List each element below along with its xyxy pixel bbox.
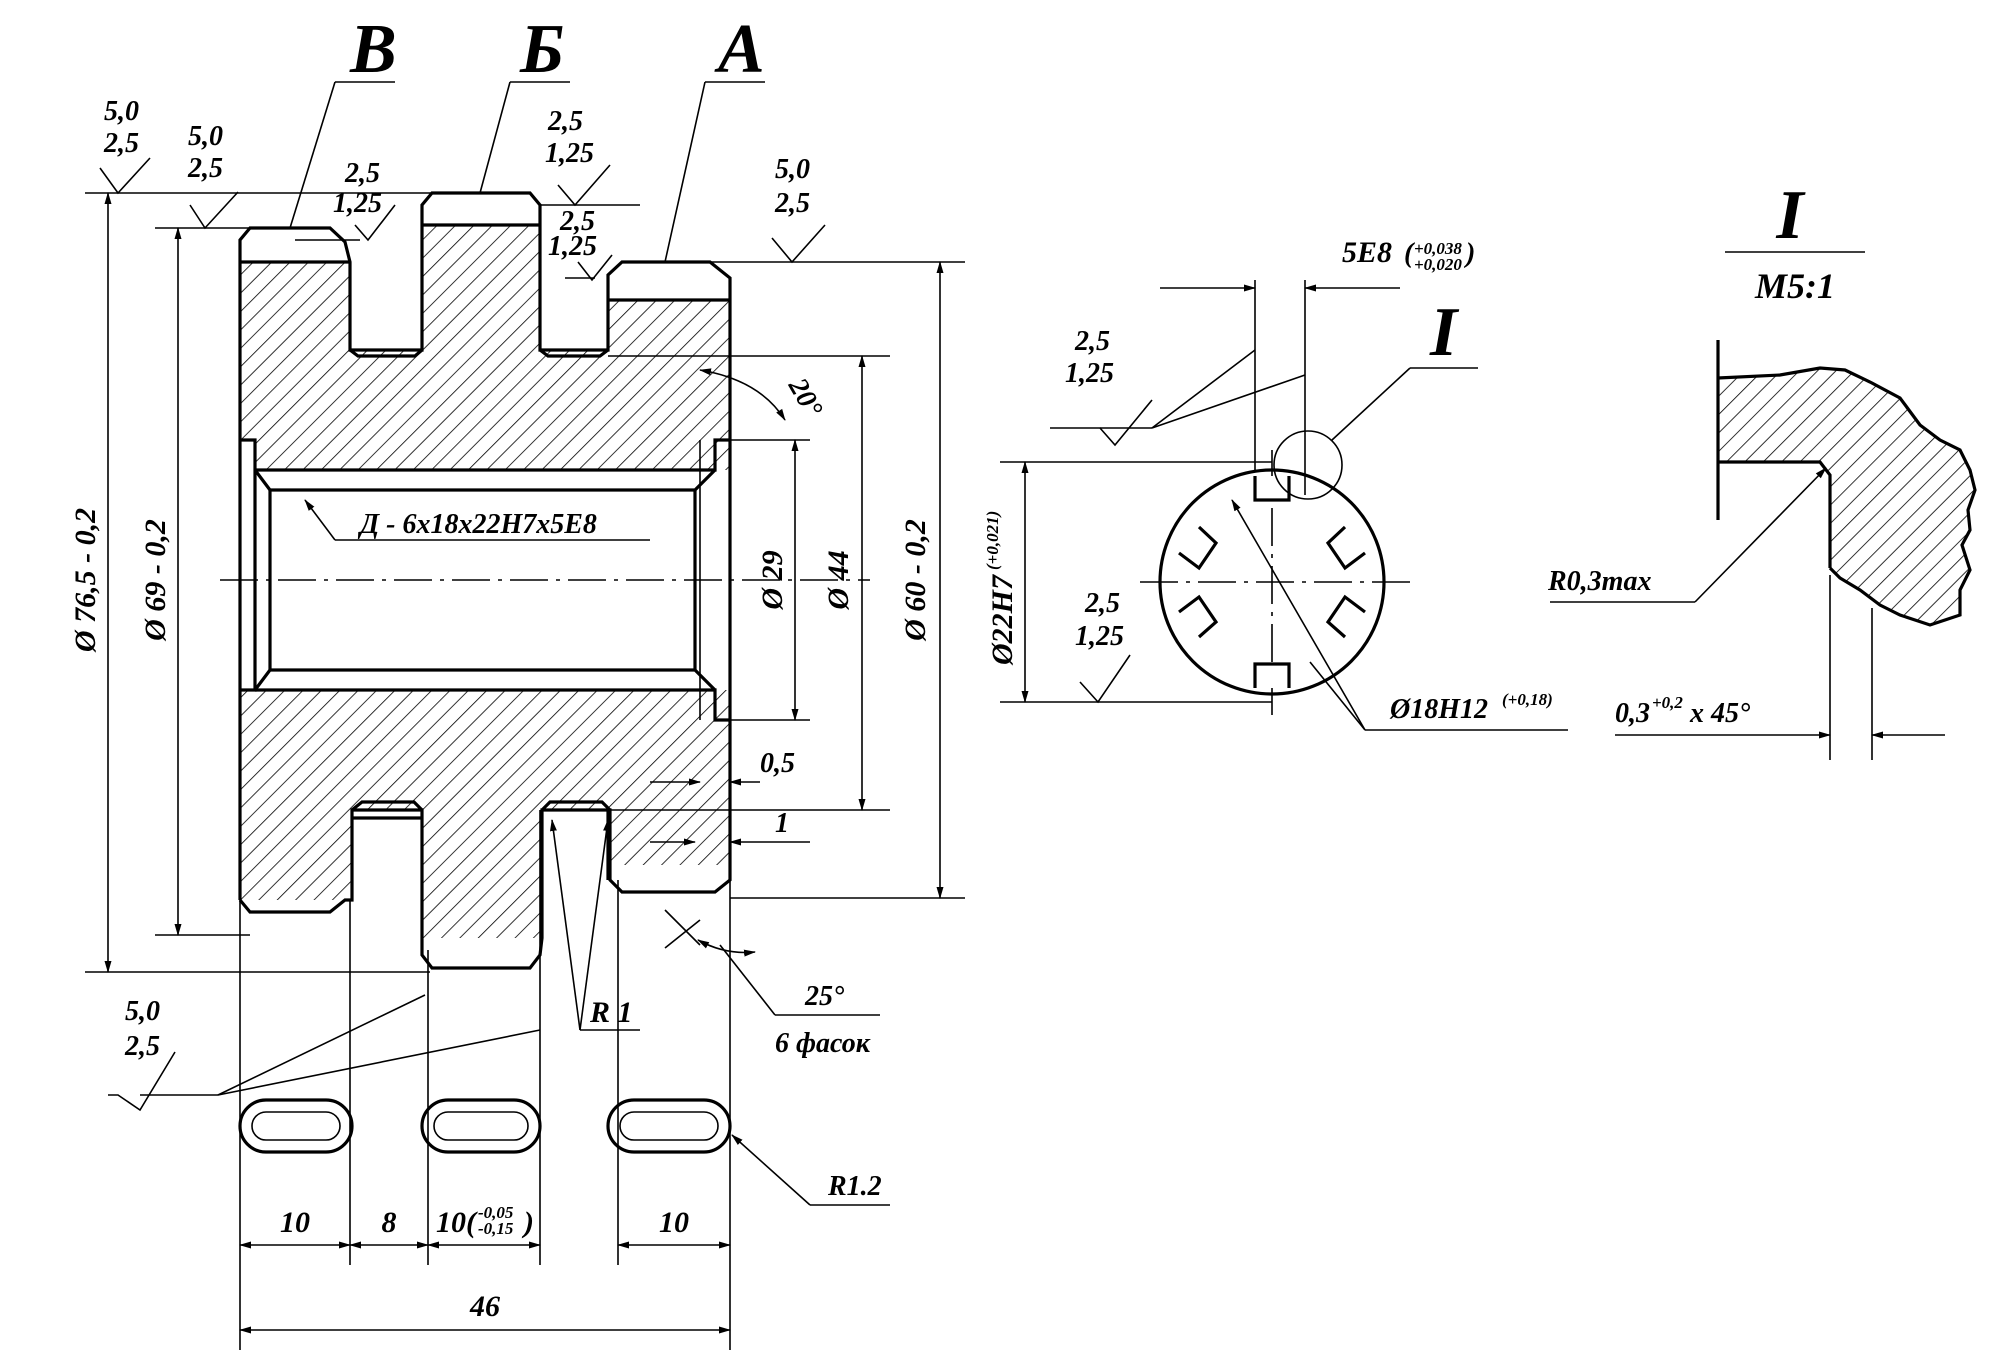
angle-20-label: 20°	[781, 372, 828, 422]
svg-text:2,5: 2,5	[124, 1031, 160, 1062]
gear-label-b: Б	[519, 11, 564, 88]
total-width-46-label: 46	[469, 1290, 500, 1323]
detail-radius-label: R0,3max	[1547, 566, 1651, 597]
dim-d44: Ø 44	[822, 550, 855, 610]
spline-section-view: I 5Е8 ( +0,038 +0,020 ) 2,5 1,25 Ø22Н7 (…	[983, 236, 1568, 731]
roughness-mark: 5,0 2,5	[187, 121, 239, 230]
svg-text:): )	[521, 1206, 534, 1239]
svg-text:2,5: 2,5	[1084, 588, 1120, 619]
section-view-mark: I	[1429, 294, 1460, 371]
svg-text:2,5: 2,5	[547, 106, 583, 137]
gear-block-section: Ø 76,5 - 0,2 Ø 69 - 0,2 Ø 60 - 0,2 Ø 44 …	[69, 11, 965, 1350]
svg-text:1,25: 1,25	[545, 138, 594, 169]
svg-text:): )	[1463, 238, 1475, 269]
width-10b-tol-upper: -0,05	[478, 1203, 514, 1222]
svg-text:5,0: 5,0	[104, 96, 139, 127]
spline-spec-label: Д - 6х18х22Н7х5Е8	[357, 509, 597, 540]
roughness-mark: 2,5 1,25	[295, 158, 396, 242]
dim-d69: Ø 69 - 0,2	[139, 519, 172, 642]
svg-text:5,0: 5,0	[188, 121, 223, 152]
svg-text:2,5: 2,5	[559, 206, 595, 237]
svg-text:2,5: 2,5	[344, 158, 380, 189]
spline-width-tol-upper: +0,038	[1414, 239, 1462, 258]
roughness-mark: 5,0 2,5	[108, 994, 541, 1112]
svg-text:(: (	[1404, 238, 1415, 269]
spline-width-spec: 5Е8	[1342, 236, 1392, 269]
svg-text:1,25: 1,25	[333, 188, 382, 219]
detail-chamfer-label: 0,3	[1615, 698, 1650, 729]
hatched-body-upper	[240, 225, 730, 470]
width-10b-tol-lower: -0,15	[478, 1219, 514, 1238]
roughness-mark: 2,5 1,25	[548, 206, 613, 282]
radius-r1-label: R 1	[589, 996, 633, 1029]
detail-callout-circle	[1273, 430, 1343, 500]
detail-chamfer-angle: х 45°	[1689, 698, 1750, 729]
spline-teeth	[1178, 476, 1366, 688]
dim-1-label: 1	[775, 808, 789, 839]
svg-text:2,5: 2,5	[774, 188, 810, 219]
spline-width-tol-lower: +0,020	[1414, 255, 1462, 274]
chamfers-count-label: 6 фасок	[775, 1028, 871, 1059]
svg-text:1,25: 1,25	[1075, 621, 1124, 652]
detail-scale: М5:1	[1754, 266, 1835, 306]
gear-contour-bottom	[238, 300, 732, 970]
roughness-mark: 5,0 2,5	[771, 154, 826, 264]
bore-d22-label: Ø22Н7	[986, 574, 1019, 666]
bore-d22-tol: (+0,021)	[983, 511, 1002, 570]
dim-d765: Ø 76,5 - 0,2	[69, 508, 102, 653]
keyway-slot	[238, 1098, 732, 1154]
svg-text:1,25: 1,25	[1065, 358, 1114, 389]
svg-text:2,5: 2,5	[187, 153, 223, 184]
width-10c-label: 10	[659, 1206, 689, 1239]
detail-title: I	[1775, 177, 1806, 254]
dim-d60: Ø 60 - 0,2	[899, 519, 932, 642]
detail-view-i: I М5:1 R0,3max 0,3 +0,2 х 45°	[1547, 177, 1977, 760]
detail-hatched-region	[1718, 368, 1975, 625]
minor-d18-label: Ø18Н12	[1389, 694, 1488, 725]
radius-r12-label: R1.2	[827, 1171, 882, 1202]
roughness-mark: 2,5 1,25	[540, 106, 640, 207]
svg-text:1,25: 1,25	[548, 231, 597, 262]
roughness-mark: 2,5 1,25	[1050, 326, 1306, 447]
angle-25-label: 25°	[804, 981, 844, 1012]
dim-d29: Ø 29	[756, 550, 789, 610]
hatched-body-lower	[240, 690, 730, 938]
width-10a-label: 10	[280, 1206, 310, 1239]
width-10b-label: 10(	[436, 1206, 478, 1239]
width-8-label: 8	[382, 1206, 397, 1239]
svg-text:5,0: 5,0	[125, 996, 160, 1027]
dim-05-label: 0,5	[760, 748, 795, 779]
roughness-mark: 2,5 1,25	[1075, 588, 1131, 704]
gear-label-v: В	[349, 11, 397, 88]
svg-text:2,5: 2,5	[103, 128, 139, 159]
minor-d18-tol: (+0,18)	[1502, 690, 1553, 709]
svg-text:5,0: 5,0	[775, 154, 810, 185]
gear-label-a: А	[714, 11, 765, 88]
svg-text:2,5: 2,5	[1074, 326, 1110, 357]
detail-chamfer-tol: +0,2	[1652, 693, 1683, 712]
roughness-mark: 5,0 2,5	[99, 96, 151, 195]
